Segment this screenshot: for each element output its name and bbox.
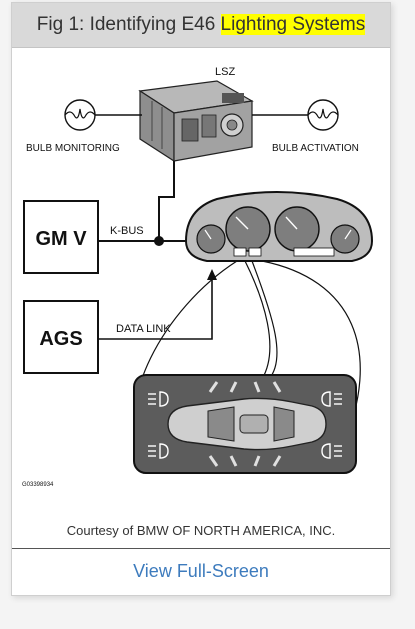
bulb-activation-icon [307, 99, 339, 131]
front-left-headlight-icon [148, 391, 169, 407]
figure-caption: Courtesy of BMW OF NORTH AMERICA, INC. [66, 523, 336, 538]
ags-label: AGS [39, 328, 82, 350]
lsz-label: LSZ [215, 66, 235, 78]
front-right-light-icon [321, 391, 342, 407]
bulb-activation-label: BULB ACTIVATION [272, 143, 359, 154]
lsz-module [138, 80, 254, 163]
light-rays [208, 381, 282, 467]
figure-code: G03398934 [22, 482, 54, 488]
view-full-screen-link[interactable]: View Full-Screen [133, 561, 269, 581]
car-icon [167, 397, 327, 451]
gm-v-module [23, 200, 99, 274]
gm-v-label: GM V [35, 228, 87, 250]
bulb-monitoring-icon [64, 99, 96, 131]
figure-card: Fig 1: Identifying E46 Lighting Systems … [11, 2, 391, 596]
divider [12, 548, 390, 549]
title-highlight: Lighting Systems [220, 14, 366, 35]
title-prefix: Fig 1: Identifying E46 [36, 14, 221, 35]
instrument-cluster [184, 191, 374, 262]
figure-header: Fig 1: Identifying E46 Lighting Systems [12, 3, 390, 48]
k-bus-label: K-BUS [110, 225, 144, 237]
figure-title: Fig 1: Identifying E46 Lighting Systems [12, 14, 390, 36]
k-bus-junction [154, 236, 164, 246]
rear-left-light-icon [148, 443, 169, 459]
vehicle-lighting-panel [133, 374, 357, 474]
data-link-arrow [207, 269, 217, 280]
rear-right-light-icon [321, 443, 342, 459]
lighting-system-diagram: LSZ BULB MONITORING BULB ACTIVATION [22, 66, 374, 488]
data-link-label: DATA LINK [116, 323, 171, 335]
ags-module [23, 300, 99, 374]
bulb-monitoring-label: BULB MONITORING [26, 143, 120, 154]
